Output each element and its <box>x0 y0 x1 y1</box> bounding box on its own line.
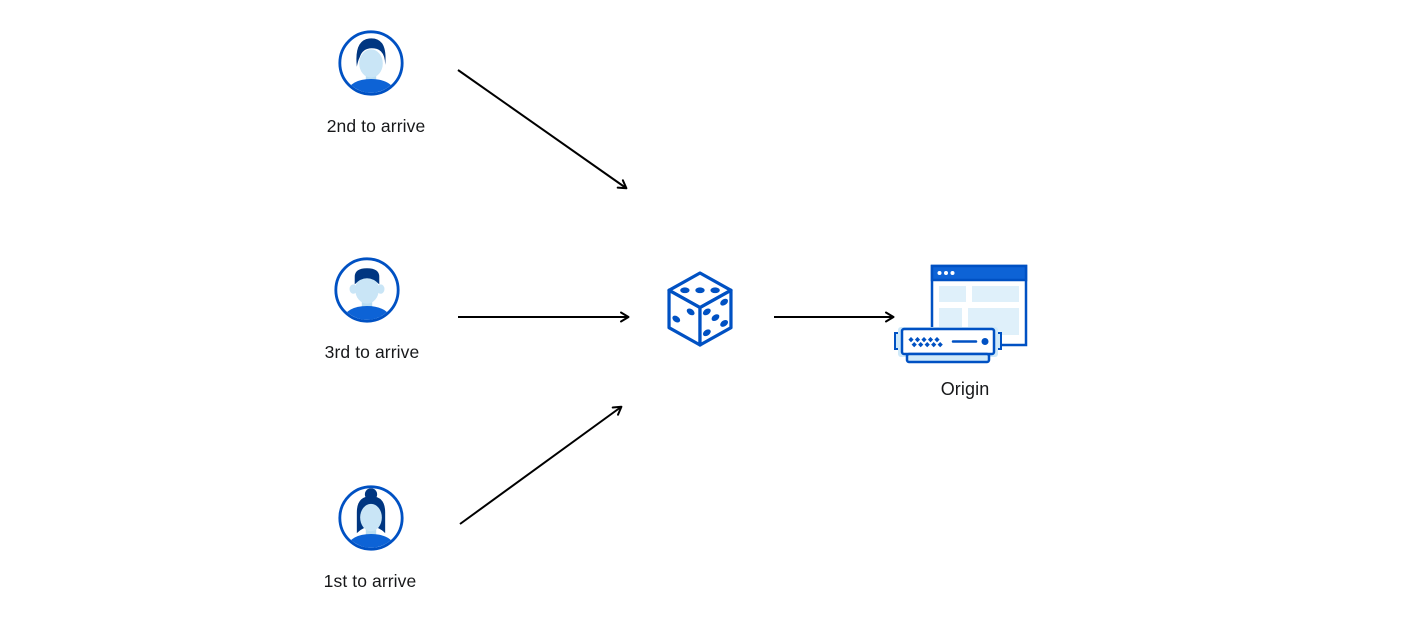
node-visitor-3rd <box>333 256 401 329</box>
visitor-1st-label: 1st to arrive <box>323 571 417 591</box>
arrow-visitor1st-to-dice <box>459 405 623 525</box>
node-random-selector <box>664 270 736 353</box>
user-male-avatar-icon <box>334 257 400 323</box>
user-male-avatar-icon <box>338 30 404 96</box>
arrow-visitor2nd-to-dice <box>457 69 628 190</box>
user-female-avatar-icon <box>338 485 404 551</box>
node-visitor-1st <box>337 484 405 557</box>
origin-label: Origin <box>940 379 990 399</box>
dice-icon <box>667 271 733 347</box>
origin-server-icon <box>894 264 1028 364</box>
visitor-2nd-label: 2nd to arrive <box>326 116 426 136</box>
visitor-3rd-label: 3rd to arrive <box>324 342 420 362</box>
node-origin <box>893 258 1033 373</box>
node-visitor-2nd <box>337 29 405 102</box>
